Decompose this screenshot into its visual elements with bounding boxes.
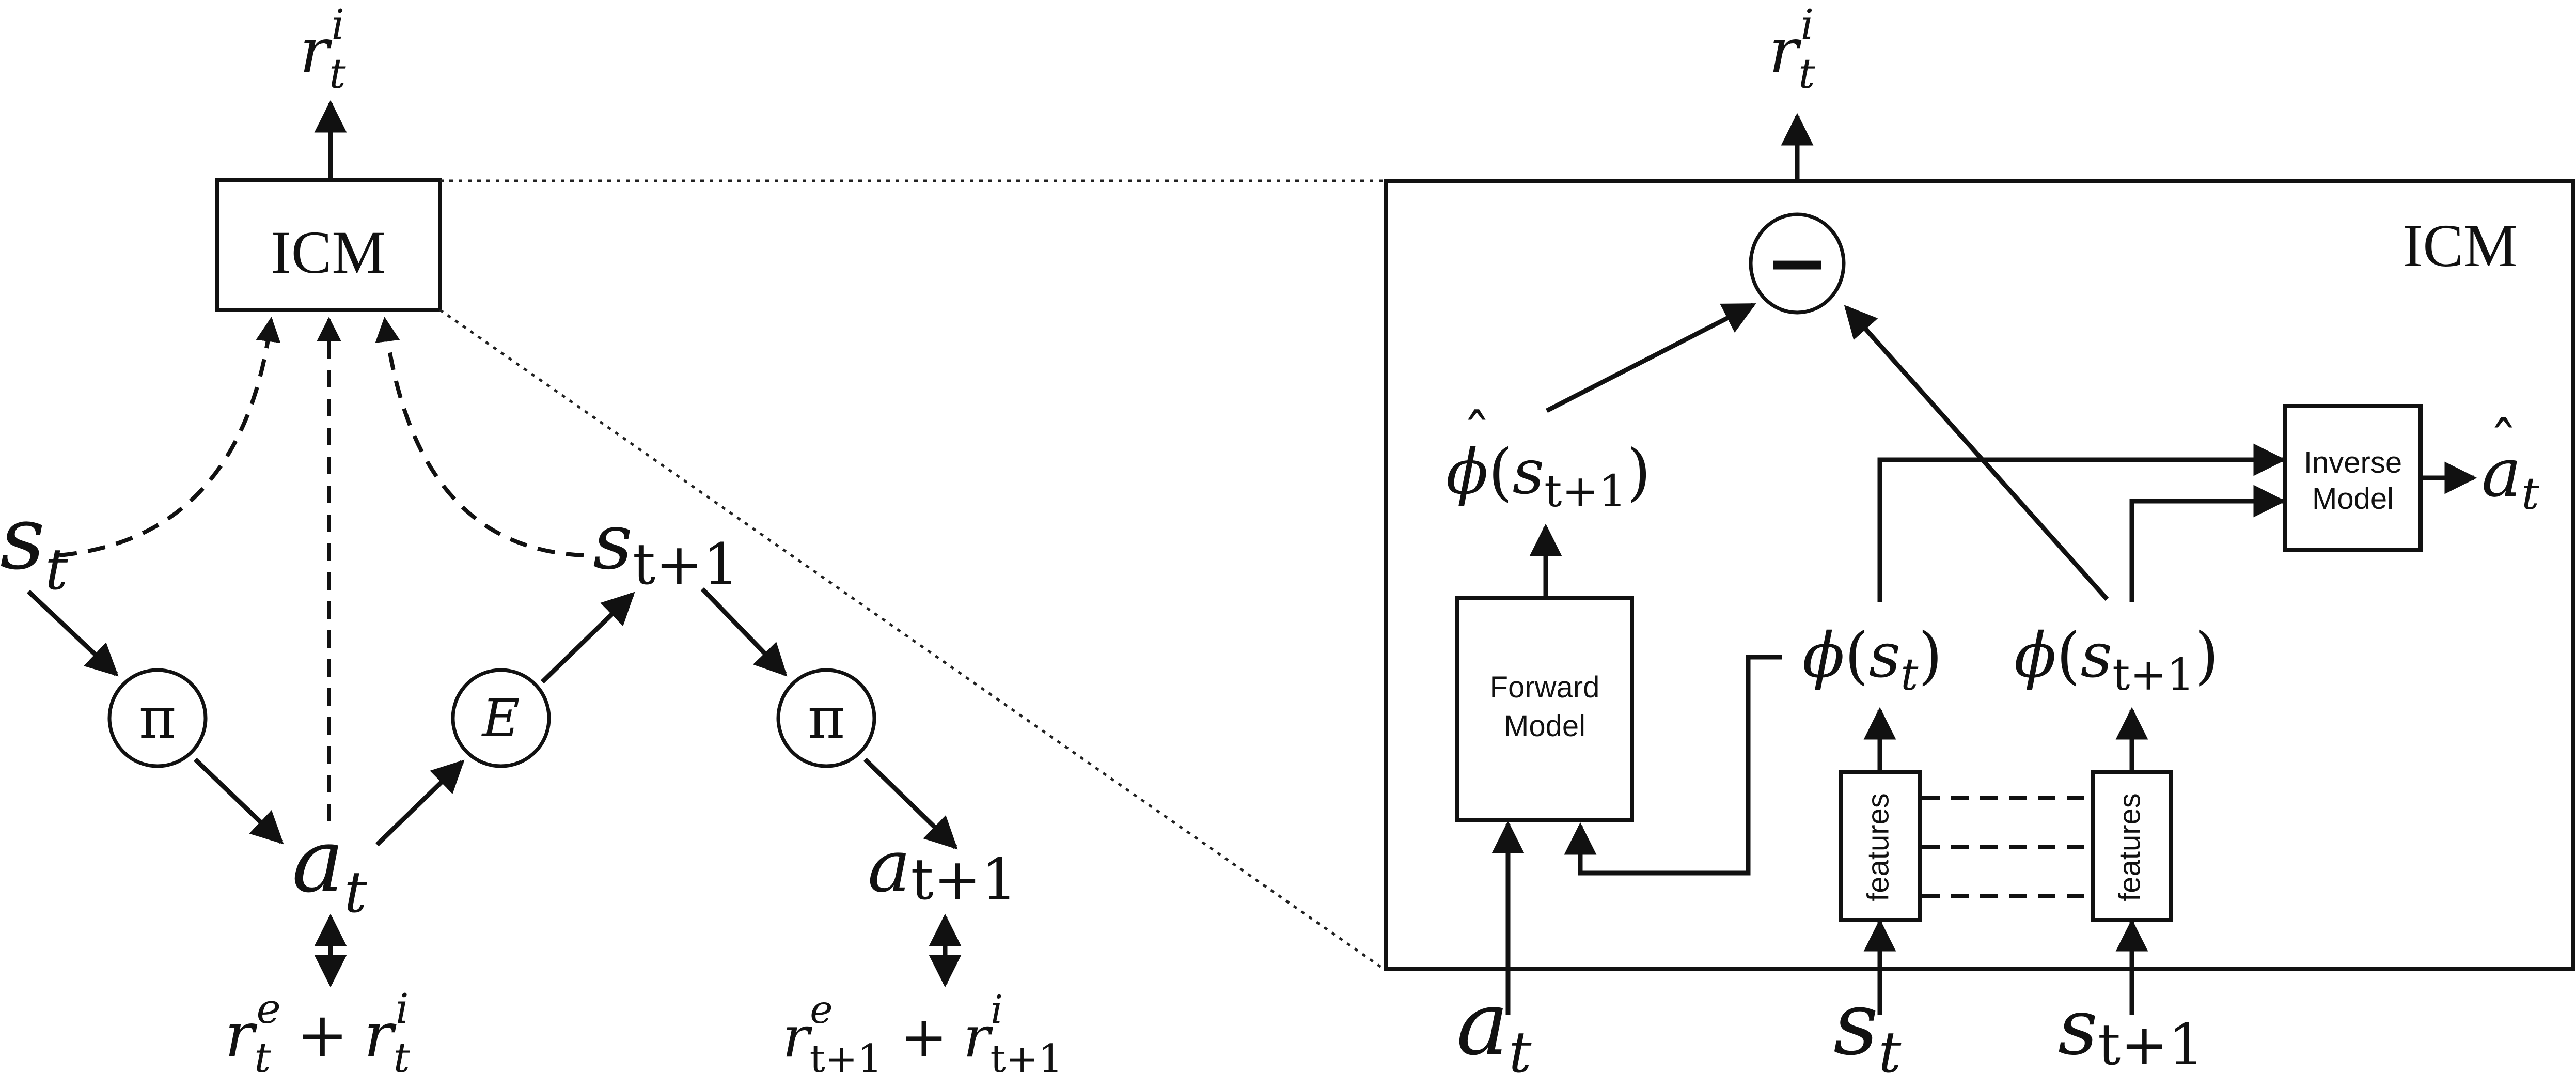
policy-node-2 xyxy=(776,668,876,768)
pi-to-at-arrow xyxy=(193,757,284,845)
icm-detail-box xyxy=(1384,179,2575,971)
left-top-reward: rti xyxy=(300,1,346,98)
phi-st-to-inverse-arrow xyxy=(1877,443,2286,602)
input-state-t1-label: st+1 xyxy=(2058,983,2204,1073)
phi-st-to-forward-arrow xyxy=(1564,655,1782,876)
forward-model-box xyxy=(1455,596,1634,822)
env-symbol: E xyxy=(481,688,520,749)
right-diagram: rti ICM − ϕ(st+1) ˆ Forward Model ϕ(st) xyxy=(1384,1,2575,1073)
left-reward-t1: rt+1e+rt+1i xyxy=(782,987,1063,1073)
st-to-pi-arrow xyxy=(26,589,119,677)
icm-detail-label: ICM xyxy=(2402,212,2518,279)
inverse-model-line2: Model xyxy=(2312,482,2394,516)
phi-st1-to-inverse-arrow xyxy=(2129,485,2286,602)
phi-hat-label: ϕ(st+1) xyxy=(1446,437,1651,517)
left-action-t: at xyxy=(292,810,367,925)
input-state-label: st xyxy=(1833,973,1902,1073)
features-label-1: features xyxy=(1861,793,1895,901)
inverse-model-line1: Inverse xyxy=(2304,446,2402,479)
features-box-2 xyxy=(2091,770,2173,922)
right-top-reward: rti xyxy=(1769,1,1815,98)
inverse-model-box xyxy=(2283,404,2423,552)
forward-model-line1: Forward xyxy=(1490,671,1600,704)
input-action-label: at xyxy=(1456,973,1532,1073)
dashed-st1-to-icm xyxy=(375,317,584,557)
pi-to-at1-arrow xyxy=(863,757,958,850)
zoom-line-bottom xyxy=(439,308,1385,971)
forward-model-line2: Model xyxy=(1504,709,1585,743)
at-to-env-arrow xyxy=(375,759,465,847)
features-box-1 xyxy=(1839,770,1922,922)
policy-symbol-2: π xyxy=(808,685,845,751)
policy-node-1 xyxy=(107,668,208,768)
a-hat-label: at xyxy=(2481,433,2540,520)
icm-box-label: ICM xyxy=(271,219,386,286)
minus-symbol: − xyxy=(1765,217,1830,308)
left-state-t1: st+1 xyxy=(593,497,739,597)
phi-st-label: ϕ(st) xyxy=(1802,620,1942,701)
icm-box xyxy=(215,178,442,312)
phihat-to-minus-arrow xyxy=(1545,302,1756,413)
features-label-2: features xyxy=(2113,793,2146,901)
env-to-st1-arrow xyxy=(540,592,635,684)
env-node xyxy=(451,668,551,768)
left-diagram: rti ICM st st+1 π at E xyxy=(0,1,1385,1073)
phi-st1-to-minus-arrow xyxy=(1844,305,2109,601)
left-action-t1: at+1 xyxy=(868,825,1017,912)
st1-to-pi-arrow xyxy=(700,587,788,677)
subtract-node xyxy=(1749,212,1846,315)
left-reward-t: rte+rti xyxy=(225,985,411,1073)
left-state-t: st xyxy=(0,487,68,602)
a-hat-accent: ˆ xyxy=(2489,410,2518,476)
phi-hat-accent: ˆ xyxy=(1463,402,1491,468)
phi-st1-label: ϕ(st+1) xyxy=(2014,620,2219,701)
policy-symbol-1: π xyxy=(139,685,176,751)
dashed-st-to-icm xyxy=(59,317,281,557)
